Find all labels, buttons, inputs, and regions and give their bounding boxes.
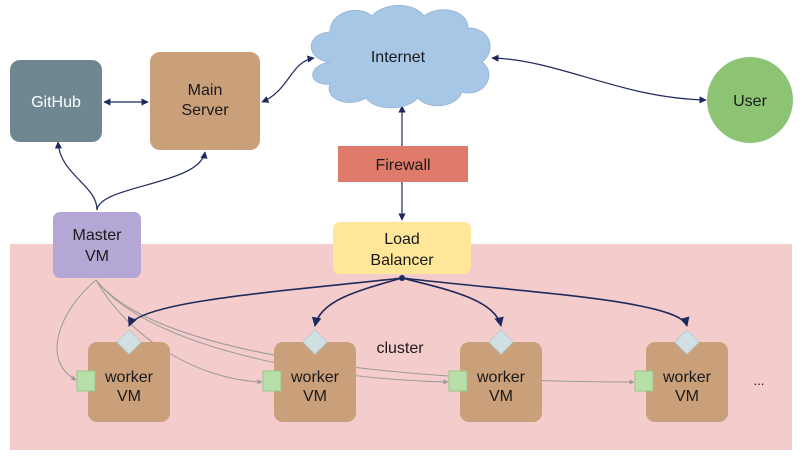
user-label: User (733, 93, 767, 110)
master-vm-label-line2: VM (85, 248, 109, 265)
load-balancer-hub (399, 275, 405, 281)
github-label: GitHub (31, 94, 81, 111)
edge-main-server-internet (261, 55, 315, 103)
edge-master-to-worker-3 (95, 279, 449, 385)
edge-master-main-server (96, 151, 208, 211)
edge-lb-worker-2 (311, 277, 403, 327)
worker-port (262, 370, 282, 392)
worker-label-line2: VM (675, 388, 699, 405)
worker-label-line2: VM (489, 388, 513, 405)
worker-port (634, 370, 654, 392)
main-server-node: Main Server (150, 52, 260, 150)
worker-label-line1: worker (662, 369, 712, 386)
worker-label-line1: worker (476, 369, 526, 386)
worker-label-line1: worker (290, 369, 340, 386)
github-node: GitHub (10, 60, 102, 142)
worker-endpoint-diamond (302, 329, 328, 355)
user-node: User (707, 57, 793, 143)
worker-endpoint-diamond (116, 329, 142, 355)
worker-endpoint-diamond (674, 329, 700, 355)
internet-cloud-node: Internet (310, 5, 491, 109)
internet-label: Internet (371, 49, 426, 66)
edge-master-to-worker-1 (56, 279, 97, 381)
worker-vm-4: worker VM (634, 329, 728, 422)
worker-label-line2: VM (303, 388, 327, 405)
firewall-node: Firewall (338, 146, 468, 182)
worker-vm-1: worker VM (76, 329, 170, 422)
worker-vm-2: worker VM (262, 329, 356, 422)
firewall-label: Firewall (375, 157, 430, 174)
worker-label-line2: VM (117, 388, 141, 405)
worker-label-line1: worker (104, 369, 154, 386)
edge-lb-worker-3 (401, 277, 504, 327)
main-server-label-line1: Main (188, 82, 223, 99)
master-vm-label-line1: Master (73, 227, 123, 244)
more-workers-ellipsis: ... (754, 373, 765, 388)
main-server-label-line2: Server (181, 102, 229, 119)
load-balancer-label-line2: Balancer (370, 252, 434, 269)
master-vm-node: Master VM (53, 212, 141, 278)
load-balancer-node: Load Balancer (333, 222, 471, 274)
load-balancer-label-line1: Load (384, 231, 420, 248)
worker-vm-3: worker VM (448, 329, 542, 422)
worker-port (76, 370, 96, 392)
edge-lb-worker-1 (127, 277, 403, 327)
edge-lb-worker-4 (401, 277, 690, 327)
worker-port (448, 370, 468, 392)
network-edges (54, 54, 707, 327)
edge-master-github (54, 141, 98, 211)
edge-internet-user (491, 54, 707, 104)
worker-endpoint-diamond (488, 329, 514, 355)
cluster-label: cluster (376, 340, 424, 357)
